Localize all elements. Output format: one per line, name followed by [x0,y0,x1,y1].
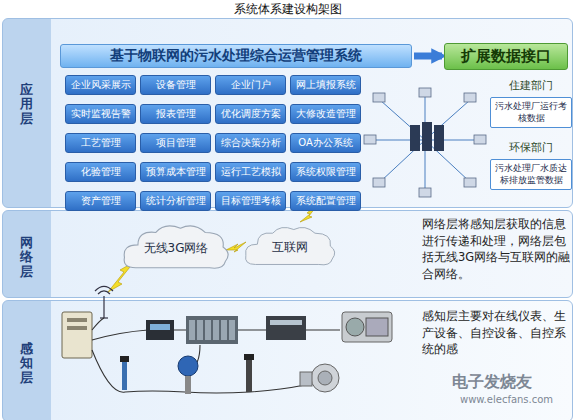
function-button: 工艺管理 [65,133,136,153]
watermark: 电子发烧友 [452,372,532,393]
function-button: 项目管理 [140,133,211,153]
node-label: 项目管理 [156,136,196,150]
function-button: 化验管理 [65,162,136,182]
function-button: 系统权限管理 [290,162,361,182]
function-button: 实时监视告警 [65,104,136,124]
node-label: 企业风采展示 [71,78,131,92]
node-label: 设备管理 [156,78,196,92]
node-label: 目标管理考核 [221,194,281,208]
function-button: 优化调度方案 [215,104,286,124]
node-body: 污水处理厂运行考核数据 [490,97,572,128]
node-label: 资产管理 [81,194,121,208]
function-button: 预算成本管理 [140,162,211,182]
function-button: 设备管理 [140,75,211,95]
node-label: 统计分析管理 [146,194,206,208]
node-label: 网上填报系统 [296,78,356,92]
node-label: 工艺管理 [81,136,121,150]
node-body: 网络层将感知层获取的信息进行传递和处理，网络层包括无线3G网络与互联网的融合网络… [422,216,572,283]
function-button: OA办公系统 [290,133,361,153]
node-label: 综合决策分析 [221,136,281,150]
node-label: 无线3G网络 [144,240,209,257]
diagram-title: 系统体系建设构架图 [0,1,575,18]
function-button: 统计分析管理 [140,191,211,211]
node-label: 运行工艺模拟 [221,165,281,179]
application-layer-band: 应用层 基于物联网的污水处理综合运营管理系统 扩展数据接口企业风采展示 设备管理 企业门… [2,18,573,208]
node-body: 污水处理厂水质达标排放监管数据 [490,159,572,190]
network-cloud: 互联网 [242,224,338,270]
network-layer-band: 网络层 网络层将感知层获取的信息进行传递和处理，网络层包括无线3G网络与互联网的融… [2,210,573,298]
function-button: 企业门户 [215,75,286,95]
flow-arrow [414,53,442,60]
node-label: 预算成本管理 [146,165,206,179]
system-title-bar: 基于物联网的污水处理综合运营管理系统 [60,44,412,68]
department-box: 环保部门污水处理厂水质达标排放监管数据 [490,140,572,204]
department-box: 住建部门污水处理厂运行考核数据 [490,78,572,132]
function-button: 报表管理 [140,104,211,124]
function-button: 系统配置管理 [290,191,361,211]
function-button: 企业风采展示 [65,75,136,95]
function-button: 目标管理考核 [215,191,286,211]
node-label: 大修改造管理 [296,107,356,121]
node-label: 网络层 [20,236,33,279]
node-label: 化验管理 [81,165,121,179]
function-button: 网上填报系统 [290,75,361,95]
node-label: 报表管理 [156,107,196,121]
node-label: 优化调度方案 [221,107,281,121]
data-interface-box: 扩展数据接口 [444,43,568,70]
node-label: 实时监视告警 [71,107,131,121]
node-label: 扩展数据接口 [461,47,551,66]
node-body: 感知层主要对在线仪表、生产设备、自控设备、自控系统的感 [422,308,572,358]
network-cloud: 无线3G网络 [120,222,232,274]
node-label: 感知层 [20,342,33,385]
function-button: 运行工艺模拟 [215,162,286,182]
node-label: 系统权限管理 [296,165,356,179]
node-label: 环保部门 [490,140,572,155]
node-label: 企业门户 [231,78,271,92]
node-label: 互联网 [272,239,308,256]
node-label: 住建部门 [490,78,572,93]
function-button: 大修改造管理 [290,104,361,124]
node-label: OA办公系统 [298,136,353,150]
node-label: 系统配置管理 [296,194,356,208]
node-label: 基于物联网的污水处理综合运营管理系统 [110,47,362,65]
function-button: 综合决策分析 [215,133,286,153]
watermark-url: www.elecfans.com [460,394,553,405]
function-button: 资产管理 [65,191,136,211]
node-label: 应用层 [20,83,33,126]
